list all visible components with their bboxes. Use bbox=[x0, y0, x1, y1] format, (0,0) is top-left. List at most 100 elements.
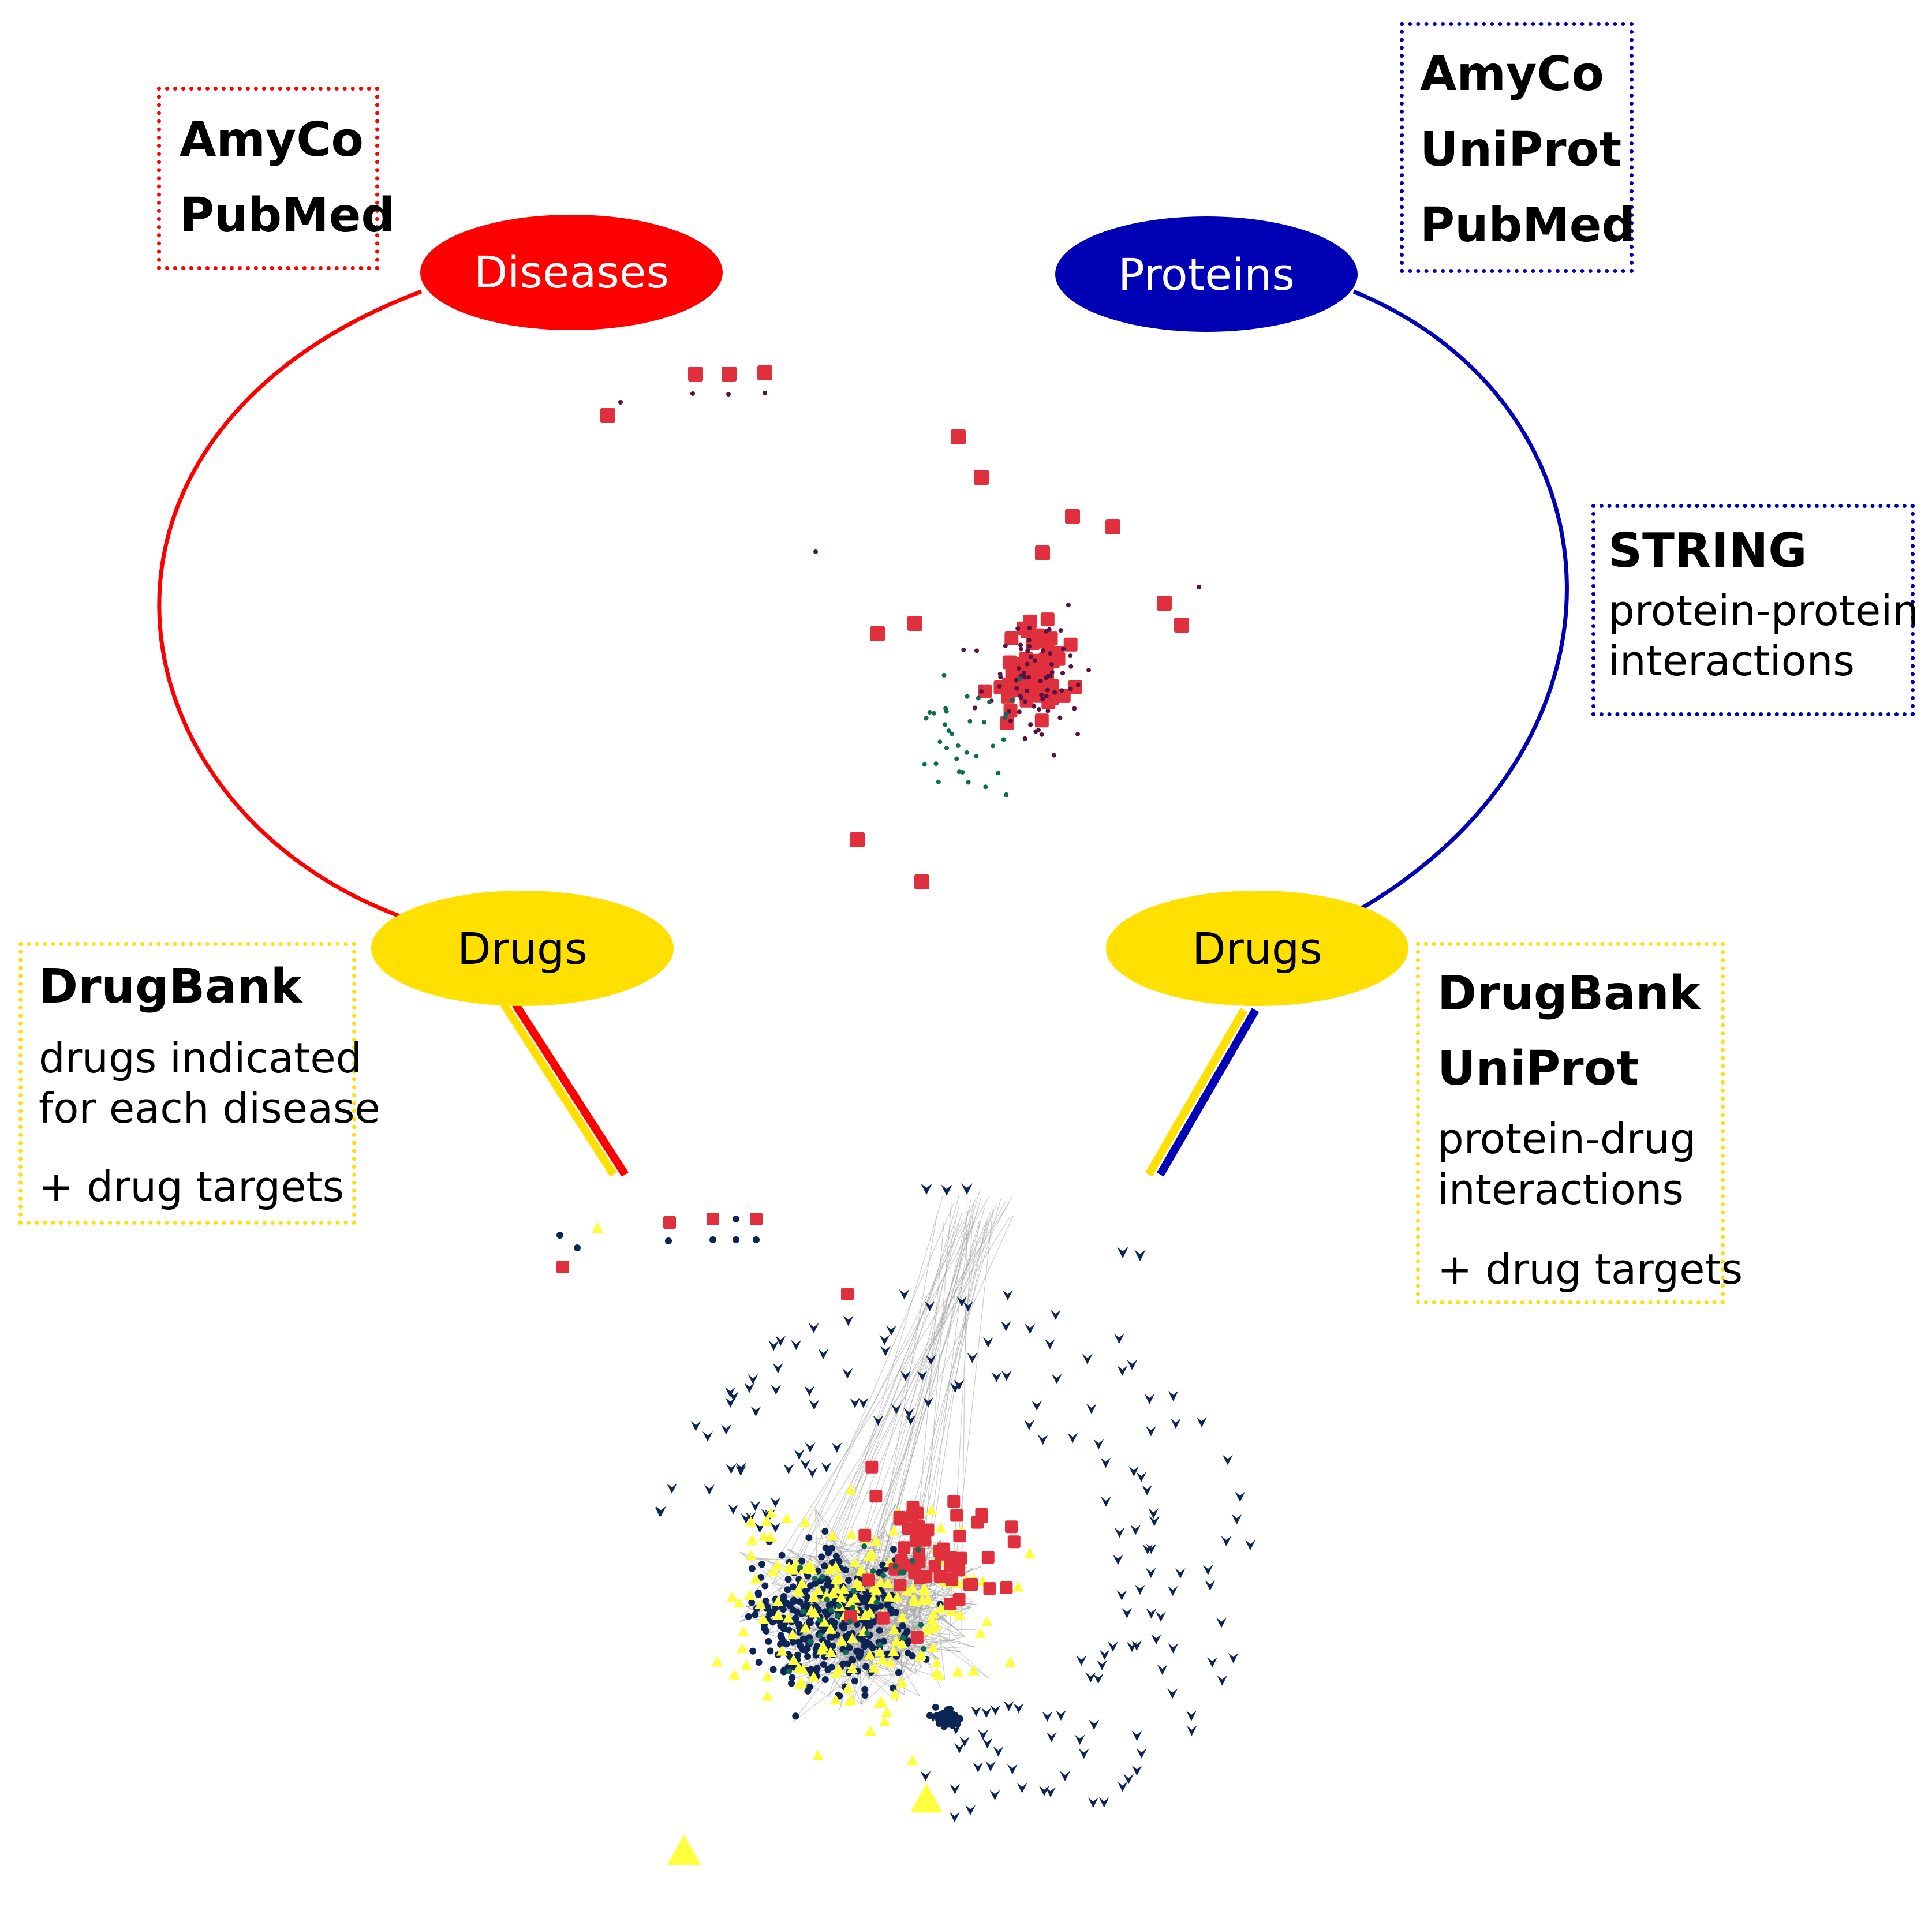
chevron-node-icon bbox=[967, 1352, 978, 1363]
triangle-node-icon bbox=[830, 1667, 842, 1678]
network-edge bbox=[869, 1215, 1014, 1531]
chevron-node-icon bbox=[954, 1742, 965, 1753]
dot-node-icon bbox=[850, 1605, 856, 1611]
upper-network bbox=[600, 365, 1201, 889]
dot-node-icon bbox=[755, 1658, 763, 1666]
square-node-icon bbox=[722, 367, 737, 382]
triangle-node-icon bbox=[909, 1595, 921, 1606]
dot-node-icon bbox=[824, 1666, 832, 1673]
square-node-icon bbox=[963, 1578, 976, 1591]
dot-node-icon bbox=[1068, 664, 1074, 669]
triangle-node-icon bbox=[851, 1577, 863, 1588]
dot-node-icon bbox=[961, 647, 966, 652]
chevron-node-icon bbox=[1122, 1607, 1133, 1618]
dot-node-icon bbox=[574, 1244, 581, 1251]
chevron-node-icon bbox=[1098, 1797, 1109, 1808]
network-edge bbox=[831, 1194, 960, 1647]
dot-node-icon bbox=[1075, 682, 1081, 687]
chevron-node-icon bbox=[775, 1336, 786, 1347]
chevron-node-icon bbox=[956, 1296, 967, 1307]
triangle-node-icon bbox=[836, 1635, 848, 1646]
diseases-source-pubmed: PubMed bbox=[180, 188, 395, 244]
triangle-node-icon bbox=[736, 1643, 748, 1654]
square-node-icon bbox=[865, 1460, 879, 1474]
triangle-node-icon bbox=[745, 1550, 757, 1561]
chevron-node-icon bbox=[1151, 1634, 1162, 1645]
network-edge bbox=[746, 1202, 1010, 1607]
dot-node-icon bbox=[690, 391, 695, 396]
triangle-node-icon bbox=[928, 1608, 940, 1619]
chevron-node-icon bbox=[971, 1706, 982, 1717]
dot-node-icon bbox=[1061, 646, 1066, 652]
triangle-node-icon bbox=[827, 1587, 839, 1598]
dot-node-icon bbox=[941, 672, 947, 678]
chevron-node-icon bbox=[1050, 1310, 1061, 1321]
chevron-node-icon bbox=[1002, 1290, 1013, 1301]
dot-node-icon bbox=[1018, 642, 1023, 648]
dot-node-icon bbox=[777, 1632, 784, 1639]
chevron-node-icon bbox=[1149, 1516, 1160, 1527]
proteins-label: Proteins bbox=[1118, 249, 1295, 300]
chevron-node-icon bbox=[858, 1397, 869, 1408]
square-node-icon bbox=[898, 1541, 911, 1554]
dot-node-icon bbox=[796, 1598, 804, 1606]
dot-node-icon bbox=[1040, 696, 1045, 701]
chevron-node-icon bbox=[1097, 1659, 1108, 1670]
chevron-node-icon bbox=[1108, 1641, 1119, 1652]
triangle-node-icon bbox=[758, 1530, 770, 1541]
chevron-node-icon bbox=[941, 1184, 952, 1196]
chevron-node-icon bbox=[1025, 1323, 1036, 1334]
dot-node-icon bbox=[998, 675, 1003, 680]
chevron-node-icon bbox=[873, 1415, 884, 1426]
square-node-icon bbox=[950, 1509, 963, 1522]
triangle-node-icon bbox=[750, 1573, 762, 1584]
dot-node-icon bbox=[792, 1712, 799, 1720]
dot-node-icon bbox=[789, 1638, 797, 1646]
dot-node-icon bbox=[877, 1602, 884, 1610]
dot-node-icon bbox=[1018, 694, 1023, 699]
chevron-node-icon bbox=[1013, 1703, 1024, 1714]
diseases-label: Diseases bbox=[474, 246, 670, 298]
drugs-right-label: Drugs bbox=[1192, 923, 1322, 974]
dot-node-icon bbox=[839, 1660, 847, 1667]
square-node-icon bbox=[944, 1560, 957, 1573]
dot-node-icon bbox=[861, 1543, 868, 1550]
chevron-node-icon bbox=[1099, 1650, 1110, 1661]
chevron-node-icon bbox=[808, 1322, 819, 1333]
chevron-node-icon bbox=[923, 1397, 934, 1408]
dot-node-icon bbox=[821, 1608, 829, 1616]
dot-node-icon bbox=[1075, 732, 1081, 737]
chevron-node-icon bbox=[954, 1379, 965, 1390]
triangle-node-icon bbox=[874, 1646, 886, 1657]
square-node-icon bbox=[983, 1582, 996, 1595]
dot-node-icon bbox=[965, 694, 970, 699]
dot-node-icon bbox=[804, 1572, 812, 1580]
dot-node-icon bbox=[1032, 704, 1037, 709]
dot-node-icon bbox=[909, 1558, 915, 1564]
dot-node-icon bbox=[943, 722, 948, 727]
dot-node-icon bbox=[817, 1617, 823, 1624]
chevron-node-icon bbox=[1186, 1725, 1197, 1736]
chevron-node-icon bbox=[1038, 1785, 1049, 1796]
square-node-icon bbox=[1157, 596, 1172, 611]
chevron-node-icon bbox=[1074, 1734, 1085, 1745]
square-node-icon bbox=[945, 1573, 958, 1586]
triangle-node-icon bbox=[860, 1609, 872, 1620]
dot-node-icon bbox=[789, 1583, 797, 1591]
drugbank-right-title-2: UniProt bbox=[1437, 1041, 1639, 1096]
dot-node-icon bbox=[798, 1557, 806, 1565]
chevron-node-icon bbox=[744, 1382, 755, 1393]
chevron-node-icon bbox=[982, 1337, 993, 1348]
square-node-icon bbox=[913, 1555, 926, 1569]
proteins-source-amyco: AmyCo bbox=[1420, 47, 1604, 102]
dot-node-icon bbox=[936, 779, 941, 784]
dot-node-icon bbox=[981, 720, 986, 725]
dot-node-icon bbox=[1016, 666, 1021, 671]
chevron-node-icon bbox=[1221, 1535, 1232, 1546]
triangle-node-icon bbox=[844, 1693, 857, 1704]
diseases-node: Diseases bbox=[420, 215, 723, 330]
dot-node-icon bbox=[1025, 661, 1030, 667]
dot-node-icon bbox=[780, 1593, 787, 1601]
network-edge bbox=[917, 1202, 952, 1644]
